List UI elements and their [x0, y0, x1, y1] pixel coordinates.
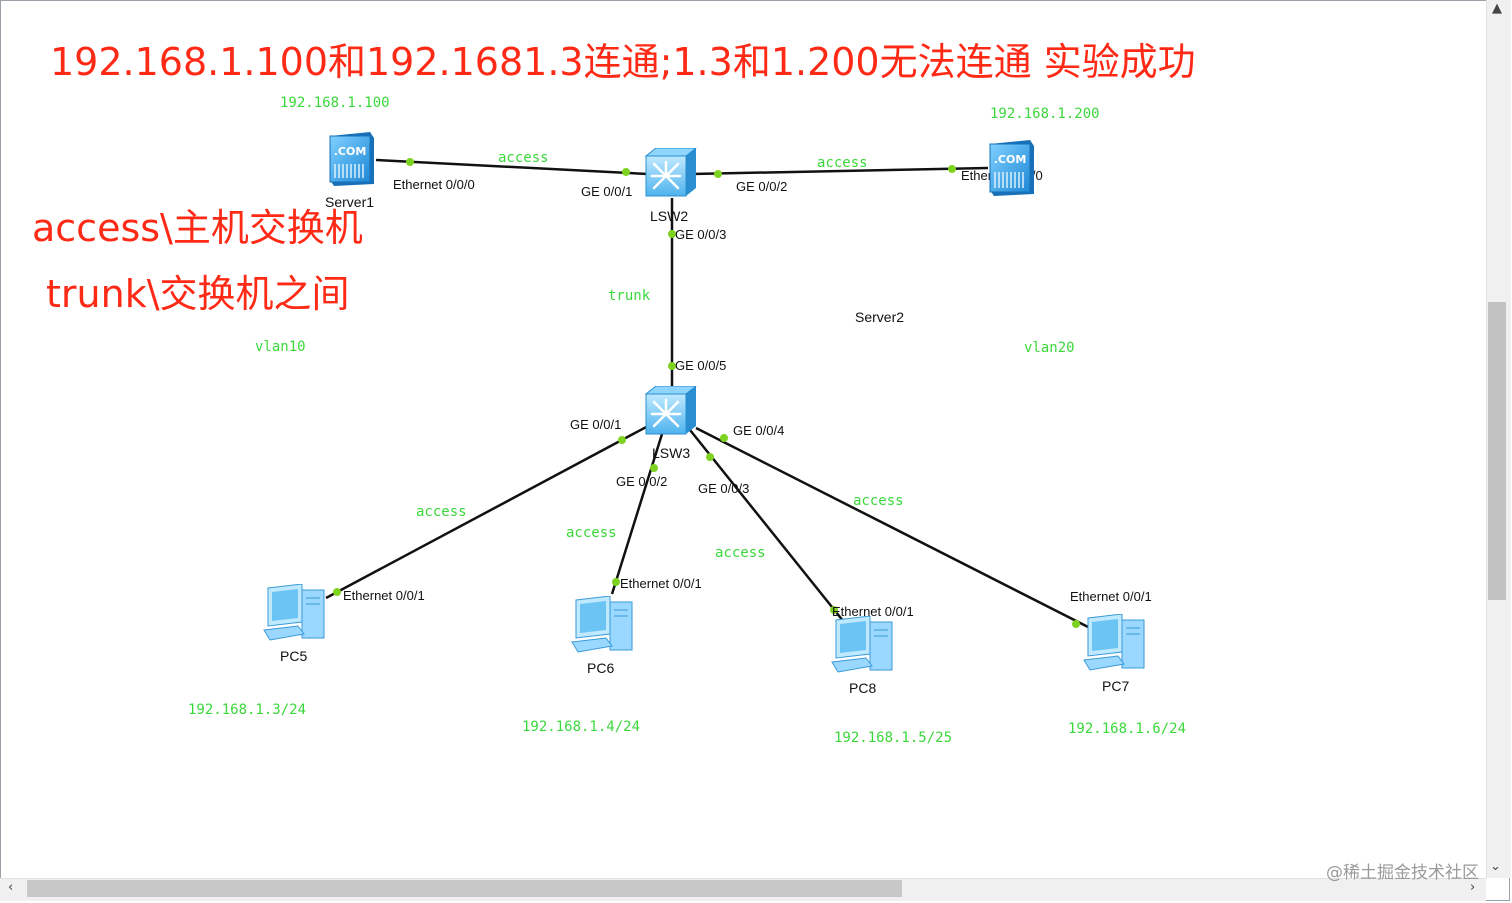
switch-icon — [644, 385, 698, 435]
ip-label-pc6: 192.168.1.4/24 — [522, 719, 641, 735]
ip-label-pc5: 192.168.1.3/24 — [188, 702, 307, 718]
svg-text:.COM: .COM — [334, 145, 367, 158]
port-label-lsw2-g3: GE 0/0/3 — [675, 227, 727, 242]
device-pc8[interactable] — [830, 615, 896, 676]
port-label-lsw2-g2: GE 0/0/2 — [736, 179, 788, 194]
port-label-pc8-eth: Ethernet 0/0/1 — [832, 604, 914, 619]
port-label-lsw3-g5: GE 0/0/5 — [675, 358, 727, 373]
device-server2[interactable]: .COM — [986, 138, 1036, 196]
server-icon: .COM — [989, 140, 1034, 196]
link-mode-lsw2-lsw3: trunk — [608, 288, 651, 304]
svg-text:.COM: .COM — [994, 153, 1027, 166]
device-server1[interactable]: .COM — [326, 130, 376, 186]
port-label-lsw3-g2: GE 0/0/2 — [616, 474, 668, 489]
vertical-scrollbar-thumb[interactable] — [1488, 302, 1506, 600]
note-trunk: trunk\交换机之间 — [46, 272, 350, 316]
device-label-lsw3: LSW3 — [652, 445, 691, 461]
link-mode-lsw3-pc6: access — [566, 525, 617, 541]
device-label-server1: Server1 — [325, 194, 375, 210]
link-mode-lsw3-pc8: access — [715, 545, 766, 561]
vlan-label-right: vlan20 — [1024, 340, 1075, 356]
horizontal-scrollbar-thumb[interactable] — [27, 880, 902, 897]
port-label-pc6-eth: Ethernet 0/0/1 — [620, 576, 702, 591]
scroll-up-icon[interactable]: ▲ — [1492, 1, 1502, 16]
switch-icon — [644, 147, 698, 197]
device-label-pc5: PC5 — [280, 648, 308, 664]
pc-icon — [263, 583, 325, 641]
link-lsw3-pc8[interactable] — [689, 429, 845, 623]
experiment-title: 192.168.1.100和192.1681.3连通;1.3和1.200无法连通… — [50, 40, 1196, 84]
device-lsw2[interactable] — [642, 147, 698, 198]
scroll-left-icon[interactable]: ‹ — [8, 880, 14, 895]
port-label-pc5-eth: Ethernet 0/0/1 — [343, 588, 425, 603]
device-label-server2: Server2 — [855, 309, 905, 325]
ip-label-server2: 192.168.1.200 — [990, 106, 1100, 122]
ip-label-pc7: 192.168.1.6/24 — [1068, 721, 1187, 737]
ip-label-server1: 192.168.1.100 — [280, 95, 390, 111]
port-label-server1-eth: Ethernet 0/0/0 — [393, 177, 475, 192]
vlan-label-left: vlan10 — [255, 339, 306, 355]
pc-icon — [1083, 613, 1145, 671]
port-label-lsw3-g3: GE 0/0/3 — [698, 481, 750, 496]
pc-icon — [571, 595, 633, 653]
link-mode-s1-lsw2: access — [498, 150, 549, 166]
link-mode-lsw3-pc7: access — [853, 493, 904, 509]
scroll-right-icon[interactable]: › — [1470, 880, 1476, 895]
link-mode-lsw2-s2: access — [817, 155, 868, 171]
server-icon: .COM — [329, 132, 374, 186]
device-label-pc7: PC7 — [1102, 678, 1130, 694]
device-lsw3[interactable] — [642, 385, 698, 436]
watermark: @稀土掘金技术社区 — [1326, 863, 1479, 883]
link-layer — [325, 158, 1095, 632]
link-lsw3-pc6[interactable] — [610, 433, 664, 595]
device-label-pc8: PC8 — [849, 680, 877, 696]
device-pc7[interactable] — [1082, 613, 1148, 674]
port-label-pc7-eth: Ethernet 0/0/1 — [1070, 589, 1152, 604]
note-access: access\主机交换机 — [32, 206, 363, 250]
link-mode-lsw3-pc5: access — [416, 504, 467, 520]
pc-icon — [831, 615, 893, 673]
scroll-down-icon[interactable]: ⌄ — [1490, 859, 1501, 874]
link-lsw3-pc7[interactable] — [695, 426, 1095, 632]
port-dots — [333, 158, 1080, 628]
port-label-lsw3-g1: GE 0/0/1 — [570, 417, 622, 432]
port-label-lsw2-g1: GE 0/0/1 — [581, 184, 633, 199]
device-label-lsw2: LSW2 — [650, 208, 689, 224]
link-lsw2-server2[interactable] — [691, 166, 989, 176]
device-label-pc6: PC6 — [587, 660, 615, 676]
link-server1-lsw2[interactable] — [375, 158, 649, 176]
topology-canvas[interactable]: 192.168.1.100和192.1681.3连通;1.3和1.200无法连通… — [0, 0, 1486, 878]
link-lsw3-pc5[interactable] — [325, 423, 651, 600]
port-label-lsw3-g4: GE 0/0/4 — [733, 423, 785, 438]
device-pc5[interactable] — [262, 583, 328, 644]
ip-label-pc8: 192.168.1.5/25 — [834, 730, 953, 746]
device-pc6[interactable] — [570, 595, 636, 656]
